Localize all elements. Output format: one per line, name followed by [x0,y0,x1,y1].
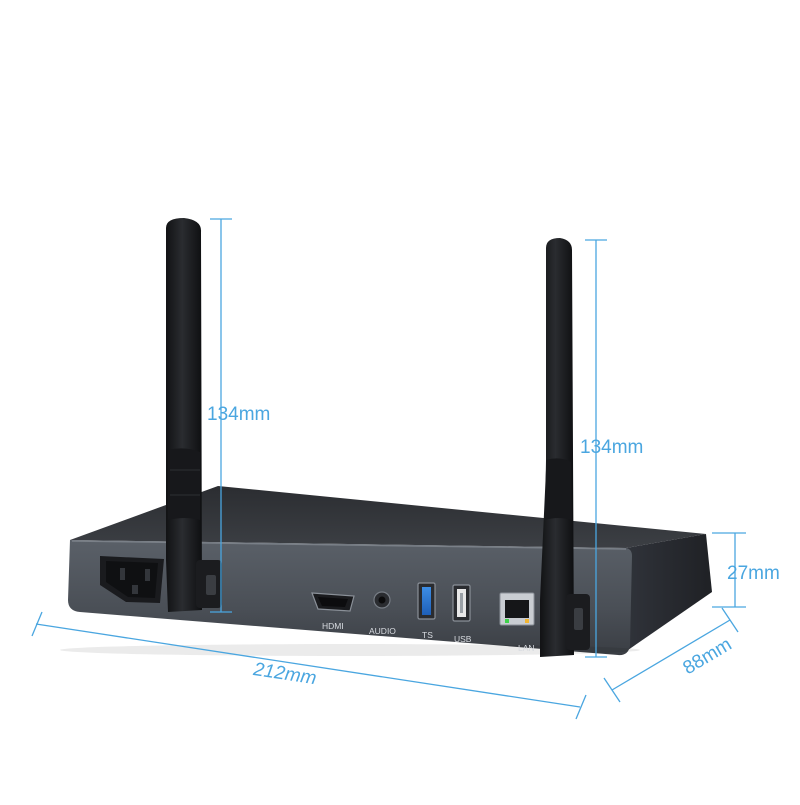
ts-label: TS [422,630,433,640]
usb-port [452,584,471,622]
audio-jack [373,591,391,609]
power-socket [100,556,164,603]
box-side [626,534,712,650]
lan-label: LAN [518,643,535,653]
ts-usb3-port [417,582,436,620]
audio-label: AUDIO [369,626,396,636]
box-height-label: 27mm [727,563,780,584]
lan-port [499,592,535,626]
usb-label: USB [454,634,472,644]
right-antenna [540,238,590,657]
left-antenna [166,218,222,612]
right-antenna-height-label: 134mm [580,437,644,458]
hdmi-label: HDMI [322,621,344,631]
dimension-lines [31,218,746,720]
box-top [70,486,706,548]
left-antenna-height-label: 134mm [207,404,271,425]
hdmi-port [311,592,355,612]
